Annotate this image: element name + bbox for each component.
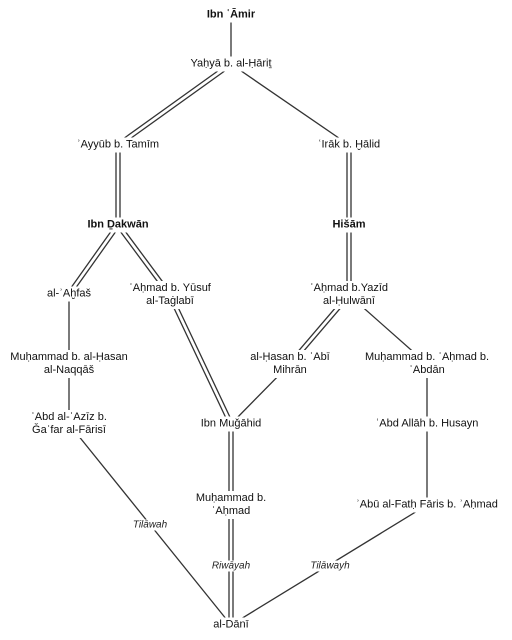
edge-label-tilawayh: Tilāwayh <box>308 560 352 572</box>
node-hasan-mihran-line1: al-Ḥasan b. ʾAbī <box>250 351 330 363</box>
node-muhammad-ahmad-abdan: Muḥammad b. ʾAḥmad b. ʿAbdān <box>362 350 492 378</box>
node-ahmad-yusuf: ʾAḥmad b. Yūsuf al-Taġlabī <box>127 281 213 309</box>
edge-yahya-to-ayyub-b <box>118 65 233 148</box>
node-muhammad-ahmad-abdan-line2: ʿAbdān <box>409 364 445 376</box>
edge-yahya-to-ayyub-a <box>116 61 231 144</box>
edge-ibn-dakwan-to-ahfas-a <box>66 223 117 294</box>
node-ahmad-yazid-line2: al-Ḥulwānī <box>323 295 375 307</box>
node-ibn-amir: Ibn ʿĀmir <box>204 7 258 23</box>
node-dani: al-Dānī <box>211 617 251 633</box>
node-ahmad-yusuf-line2: al-Taġlabī <box>146 295 194 307</box>
node-muhammad-ahmad: Muḥammad b. ʾAḥmad <box>193 491 269 519</box>
node-abd-aziz-line2: Ǧaʿfar al-Fārisī <box>32 424 106 436</box>
node-ibn-dakwan: Ibn Ḏakwān <box>85 217 151 233</box>
edge-ahmad-yusuf-to-ibn-mujahid-a <box>167 295 230 426</box>
node-ahfas: al-ʾAḫfaš <box>44 286 94 302</box>
node-yahya: Yaḥyā b. al-Ḥāriṯ <box>188 56 274 72</box>
node-muhammad-hasan: Muḥammad b. al-Ḥasan al-Naqqāš <box>8 350 130 378</box>
edge-yahya-to-irak <box>230 63 350 146</box>
node-abd-allah: ʿAbd Allāh b. Husayn <box>373 416 481 432</box>
node-ahmad-yazid-line1: ʾAḥmad b.Yazīd <box>309 282 389 294</box>
node-ahmad-yusuf-line1: ʾAḥmad b. Yūsuf <box>129 282 211 294</box>
node-muhammad-ahmad-abdan-line1: Muḥammad b. ʾAḥmad b. <box>364 351 490 363</box>
node-abd-aziz: ʿAbd al-ʿAzīz b. Ǧaʿfar al-Fārisī <box>29 410 109 438</box>
node-hisam: Hišām <box>330 217 368 233</box>
node-muhammad-ahmad-line1: Muḥammad b. <box>195 492 267 504</box>
edge-ahmad-yusuf-to-ibn-mujahid-b <box>171 293 234 424</box>
node-abu-fath: ʾAbū al-Fatḥ Fāris b. ʾAḥmad <box>354 497 500 513</box>
node-ahmad-yazid: ʾAḥmad b.Yazīd al-Ḥulwānī <box>307 281 391 309</box>
node-hasan-mihran: al-Ḥasan b. ʾAbī Mihrān <box>248 350 332 378</box>
node-irak: ʿIrāk b. Ḫālid <box>315 137 383 153</box>
node-hasan-mihran-line2: Mihrān <box>273 364 307 376</box>
edge-ibn-dakwan-to-ahfas-b <box>70 225 121 296</box>
node-muhammad-hasan-line1: Muḥammad b. al-Ḥasan <box>10 351 128 363</box>
node-muhammad-hasan-line2: al-Naqqāš <box>43 364 95 376</box>
edge-label-tilawah: Tilāwah <box>130 519 170 531</box>
node-ibn-mujahid: Ibn Muǧāhid <box>198 416 264 432</box>
node-muhammad-ahmad-line2: ʾAḥmad <box>211 505 251 517</box>
edge-label-riwayah: Riwāyah <box>209 560 253 572</box>
node-abd-aziz-line1: ʿAbd al-ʿAzīz b. <box>31 411 107 423</box>
node-ayyub: ʾAyyūb b. Tamīm <box>74 137 162 153</box>
